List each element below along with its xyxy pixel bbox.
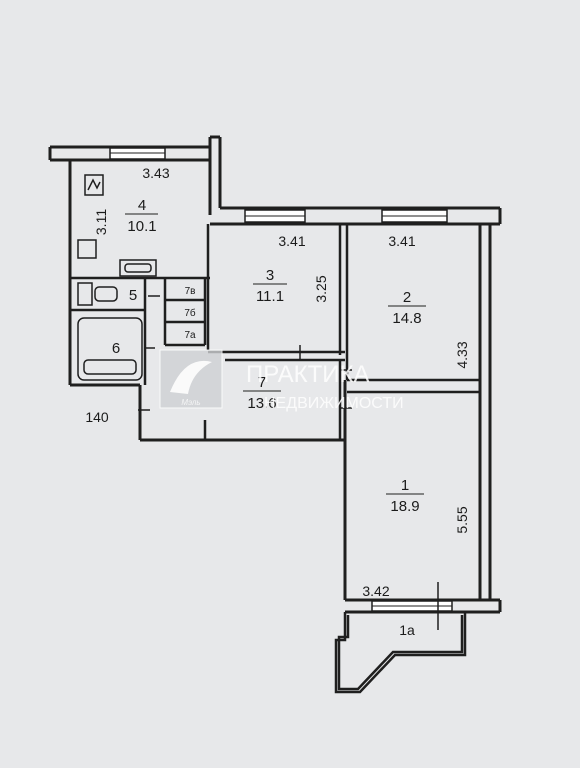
room3-area: 11.1 <box>256 288 284 305</box>
interior-walls <box>70 224 480 440</box>
room4-number: 4 <box>138 197 146 214</box>
room2-number: 2 <box>403 289 411 306</box>
dim-room1-depth: 5.55 <box>454 506 470 533</box>
closet-7v-label: 7в <box>185 286 196 297</box>
watermark-logo-text: Мэль <box>181 398 200 407</box>
room7-area: 13.6 <box>247 395 276 412</box>
dim-room2-width: 3.41 <box>388 233 415 249</box>
kitchen-fixture-icon <box>77 239 97 259</box>
dimension-labels: 3.43 3.11 3.41 3.25 3.41 4.33 5.55 3.42 … <box>85 165 470 599</box>
room1-number: 1 <box>401 477 409 494</box>
fixtures <box>77 174 157 381</box>
room5-number: 5 <box>129 287 137 304</box>
room3-number: 3 <box>266 267 274 284</box>
balcony <box>334 612 467 694</box>
stove-icon <box>84 174 104 196</box>
bathtub-icon <box>77 317 143 381</box>
room7-number: 7 <box>258 374 266 391</box>
closet-7b-label: 7б <box>184 307 196 319</box>
dim-room3-depth: 3.25 <box>313 275 329 302</box>
entrance-label: 140 <box>85 409 109 425</box>
dim-room2-depth: 4.33 <box>454 341 470 368</box>
room4-area: 10.1 <box>127 218 156 235</box>
room6-number: 6 <box>112 340 120 357</box>
closet-7a-label: 7а <box>184 330 196 341</box>
watermark: Мэль ПРАКТИКА НЕДВИЖИМОСТИ <box>159 349 404 412</box>
sink-icon <box>119 259 157 277</box>
dim-room1-width: 3.42 <box>362 583 389 599</box>
balcony-number: 1а <box>399 622 415 638</box>
watermark-line2: НЕДВИЖИМОСТИ <box>264 395 404 412</box>
room1-area: 18.9 <box>390 498 419 515</box>
room2-area: 14.8 <box>392 310 421 327</box>
watermark-logo-icon: Мэль <box>159 349 223 409</box>
dim-room4-width: 3.43 <box>142 165 169 181</box>
dim-room3-width: 3.41 <box>278 233 305 249</box>
room-labels: 4 10.1 3 11.1 2 14.8 7 13.6 1 18.9 5 6 1… <box>112 197 426 638</box>
dim-room4-depth: 3.11 <box>93 209 109 235</box>
outer-walls <box>48 135 502 614</box>
watermark-line1: ПРАКТИКА <box>246 361 370 388</box>
door-marks <box>138 295 439 630</box>
toilet-icon <box>77 282 93 306</box>
closet-labels: 7в 7б 7а <box>184 286 196 341</box>
